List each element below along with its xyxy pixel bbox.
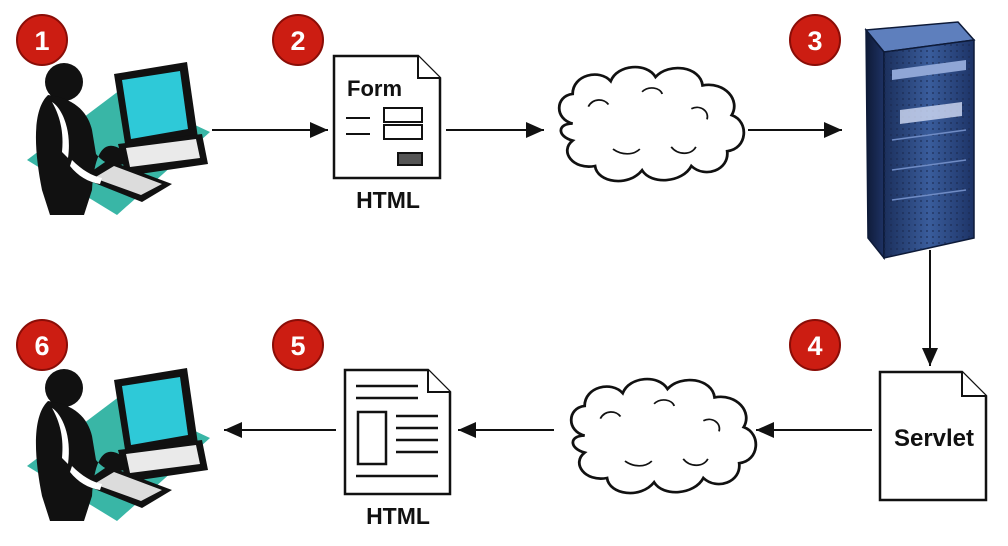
network-cloud-icon-top: [557, 65, 746, 183]
response-doc-caption: HTML: [366, 503, 430, 529]
form-doc-caption: HTML: [356, 187, 420, 213]
html-form-document-icon: Form: [332, 54, 442, 180]
network-cloud-icon-bottom: [569, 377, 758, 495]
step-number-2: 2: [290, 26, 305, 56]
step-badge-3: 3: [789, 14, 841, 66]
step-badge-1: 1: [16, 14, 68, 66]
html-page-document-icon: [343, 368, 452, 496]
user-at-computer-icon: [27, 62, 210, 215]
server-tower-icon: [864, 21, 976, 261]
step-number-1: 1: [34, 26, 49, 56]
step-number-6: 6: [34, 331, 49, 361]
step-badge-5: 5: [272, 319, 324, 371]
form-doc-title: Form: [347, 76, 402, 101]
step-number-5: 5: [290, 331, 305, 361]
step-number-3: 3: [807, 26, 822, 56]
servlet-doc-label: Servlet: [894, 425, 974, 452]
user-at-computer-icon-result: [27, 368, 210, 521]
servlet-document-icon: [878, 370, 988, 502]
step-badge-4: 4: [789, 319, 841, 371]
step-badge-6: 6: [16, 319, 68, 371]
step-number-4: 4: [807, 331, 822, 361]
step-badge-2: 2: [272, 14, 324, 66]
